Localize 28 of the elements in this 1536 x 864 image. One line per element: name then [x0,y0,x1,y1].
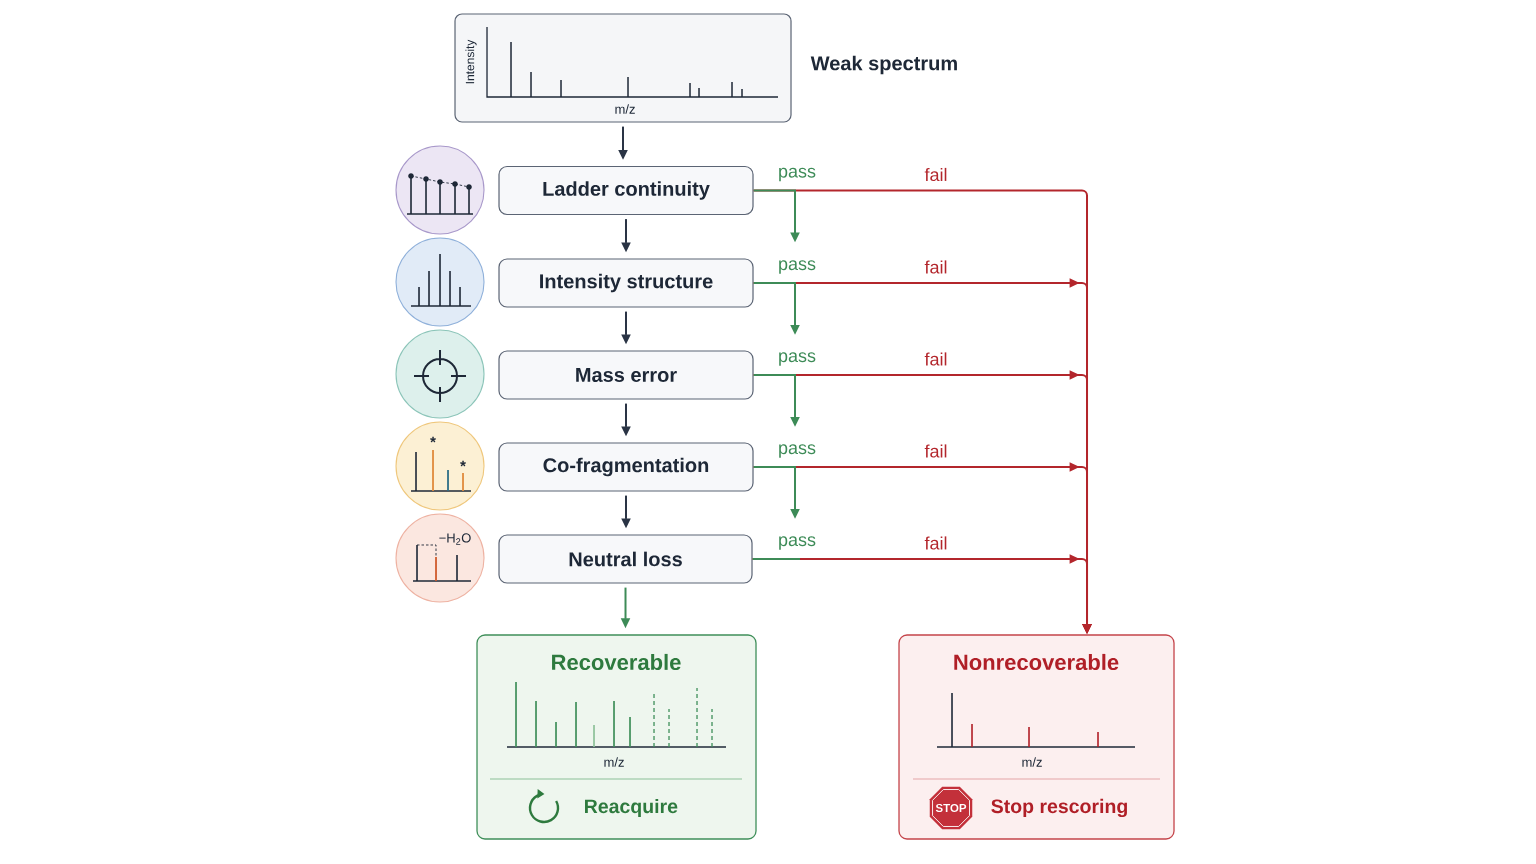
peak-bars-icon [395,237,485,327]
axis-label: m/z [615,104,635,114]
action-label: Stop rescoring [991,798,1127,818]
edge-label: pass [777,443,817,459]
action-label: Reacquire [585,798,678,818]
edge-label: pass [777,351,817,367]
edge-label: pass [777,166,817,183]
edge-label: fail [923,351,949,367]
crosshair-icon [395,329,485,419]
edge-label: pass [777,535,817,551]
edge-label: fail [923,259,949,275]
panel-heading: Recoverable [552,653,681,671]
edge-label: fail [923,535,949,551]
edge-label: fail [923,166,949,183]
axis-label: m/z [604,757,624,767]
step-box: Intensity structure [498,258,754,308]
step-box: Ladder continuity [498,165,754,216]
panel-heading: Nonrecoverable [954,653,1119,671]
step-box: Mass error [498,350,754,400]
edge-label: fail [923,443,949,459]
connector-line [751,558,801,560]
axis-label: Intensity [465,39,477,84]
edge-label: pass [777,259,817,275]
peak-ladder-icon [395,145,485,235]
step-box: Neutral loss [498,534,753,584]
step-box: Co-fragmentation [498,442,754,492]
panel-caption: Weak spectrum [810,55,957,75]
axis-label: m/z [1022,757,1042,767]
